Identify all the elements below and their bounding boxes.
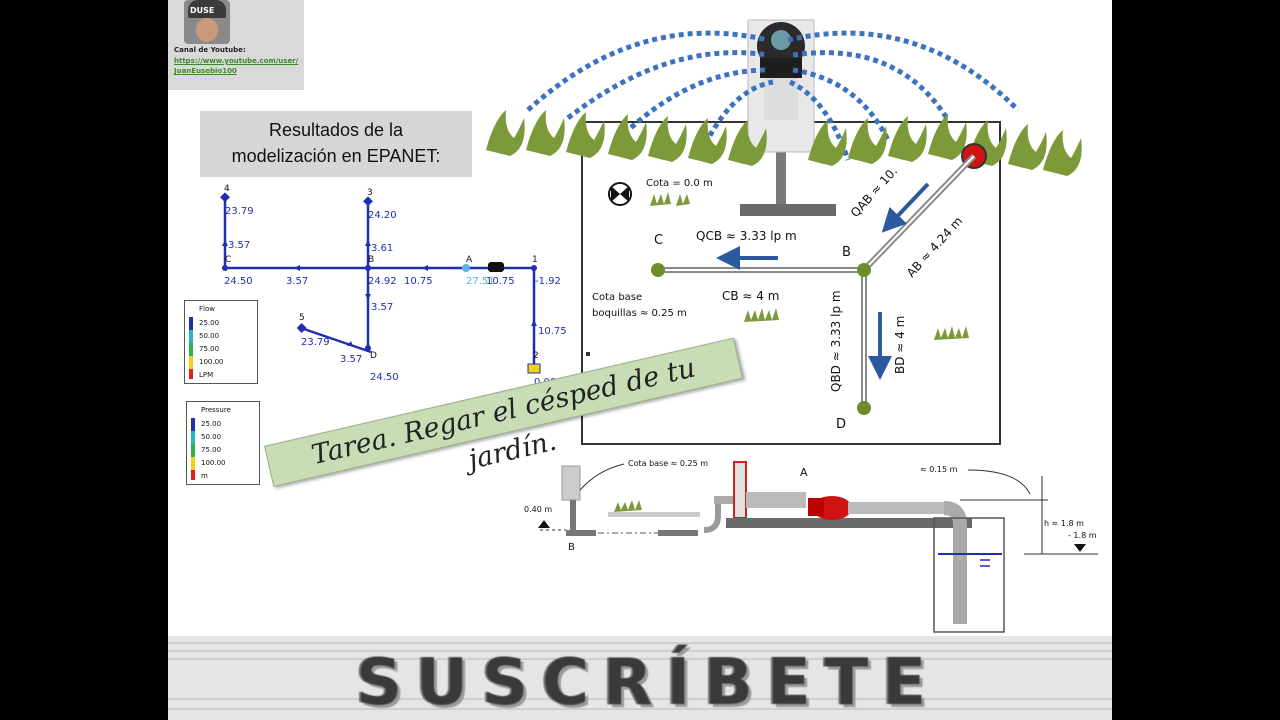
node-id: 3 xyxy=(367,188,373,198)
elev-nozzle-label: 0.40 m xyxy=(524,505,552,514)
node-id: 2 xyxy=(533,351,539,361)
plan-letter: C xyxy=(654,233,663,248)
flow-legend-item: 75.00 xyxy=(199,345,220,353)
node-id: 1 xyxy=(532,255,538,265)
node-id: A xyxy=(466,255,473,265)
plan-letter: B xyxy=(842,245,851,260)
flow-label: 3.57 xyxy=(228,240,250,251)
flow-legend-unit: LPM xyxy=(199,371,214,379)
qbd-label: QBD ≈ 3.33 lp m xyxy=(829,290,843,392)
pressure-legend-unit: m xyxy=(201,472,208,480)
pressure-label: 23.79 xyxy=(225,206,254,217)
flow-legend-item: 50.00 xyxy=(199,332,220,340)
pressure-legend-item: 100.00 xyxy=(201,459,226,467)
cota-label: Cota = 0.0 m xyxy=(646,178,713,189)
grass-tufts xyxy=(650,192,969,340)
channel-url-link[interactable]: https://www.youtube.com/user/JuanEusebio… xyxy=(174,57,299,75)
elev-b-label: B xyxy=(568,542,575,553)
epanet-title-line2: modelización en EPANET: xyxy=(231,146,441,166)
flow-legend-title: Flow xyxy=(199,305,215,313)
flow-legend: Flow 25.00 50.00 75.00 100.00 LPM xyxy=(184,300,258,384)
plan-flow-arrows xyxy=(716,182,930,380)
origin-marker-icon xyxy=(608,182,632,206)
pressure-label: 24.50 xyxy=(370,372,399,383)
bd-label: BD ≈ 4 m xyxy=(893,316,907,374)
pressure-legend: Pressure 25.00 50.00 75.00 100.00 m xyxy=(186,401,260,485)
node-letter: B xyxy=(368,255,374,265)
node-id: 4 xyxy=(224,184,230,194)
avatar-hat-text: DUSE xyxy=(190,6,215,15)
pressure-label: 24.50 xyxy=(224,276,253,287)
pressure-legend-item: 50.00 xyxy=(201,433,222,441)
avatar: DUSE xyxy=(184,0,230,44)
epanet-flow-arrows xyxy=(222,240,537,346)
subscribe-band xyxy=(168,636,1112,720)
pressure-label: 24.92 xyxy=(368,276,397,287)
pressure-legend-title: Pressure xyxy=(201,406,231,414)
node-id: 5 xyxy=(299,313,305,323)
flow-label: 10.75 xyxy=(404,276,433,287)
epanet-title-line1: Resultados de la xyxy=(268,120,404,140)
elev-level-label: - 1.8 m xyxy=(1068,531,1097,540)
flow-label: 3.57 xyxy=(340,354,362,365)
pressure-legend-item: 25.00 xyxy=(201,420,222,428)
channel-box: DUSE Canal de Youtube: https://www.youtu… xyxy=(168,0,304,90)
pressure-legend-item: 75.00 xyxy=(201,446,222,454)
cb-label: CB ≈ 4 m xyxy=(722,289,779,303)
slide: DUSE Canal de Youtube: https://www.youtu… xyxy=(168,0,1112,720)
epanet-network xyxy=(223,198,536,368)
elev-top-label: ≈ 0.15 m xyxy=(920,465,958,474)
channel-label: Canal de Youtube: xyxy=(174,46,246,54)
pressure-label: 23.79 xyxy=(301,337,330,348)
flow-label: 3.61 xyxy=(371,243,393,254)
node-letter: D xyxy=(370,351,377,361)
pressure-label: -1.92 xyxy=(535,276,561,287)
plan-letter: D xyxy=(836,417,846,432)
flow-label: 3.57 xyxy=(371,302,393,313)
pressure-label: 27.51 xyxy=(466,276,495,287)
flow-label: 3.57 xyxy=(286,276,308,287)
qcb-label: QCB ≈ 3.33 lp m xyxy=(696,229,797,243)
grass-row xyxy=(486,110,1082,176)
node-letter: C xyxy=(225,255,231,265)
cota-base-label: Cota base xyxy=(592,292,642,303)
diagram-canvas: 4 3 A 1 5 2 C B D 23.79 24.20 24.50 24.9… xyxy=(220,19,1098,633)
sprinkler-nodes xyxy=(651,263,871,415)
subscribe-button[interactable]: SUSCRÍBETE xyxy=(355,646,941,720)
epanet-nodes xyxy=(220,192,541,374)
epanet-results-title: Resultados de la modelización en EPANET: xyxy=(200,111,472,177)
flow-label: 10.75 xyxy=(486,276,515,287)
boquillas-label: boquillas ≈ 0.25 m xyxy=(592,308,687,319)
spray-arcs xyxy=(526,30,1020,161)
elevation-view xyxy=(538,461,1098,633)
flow-label: 10.75 xyxy=(538,326,567,337)
pressure-label: 24.20 xyxy=(368,210,397,221)
sprinkler-stand xyxy=(740,19,836,216)
flow-legend-item: 25.00 xyxy=(199,319,220,327)
flow-legend-item: 100.00 xyxy=(199,358,224,366)
elev-pump-label: A xyxy=(800,466,808,479)
elev-h-label: h ≈ 1.8 m xyxy=(1044,519,1084,528)
elev-cota-base-label: Cota base ≈ 0.25 m xyxy=(628,459,708,468)
